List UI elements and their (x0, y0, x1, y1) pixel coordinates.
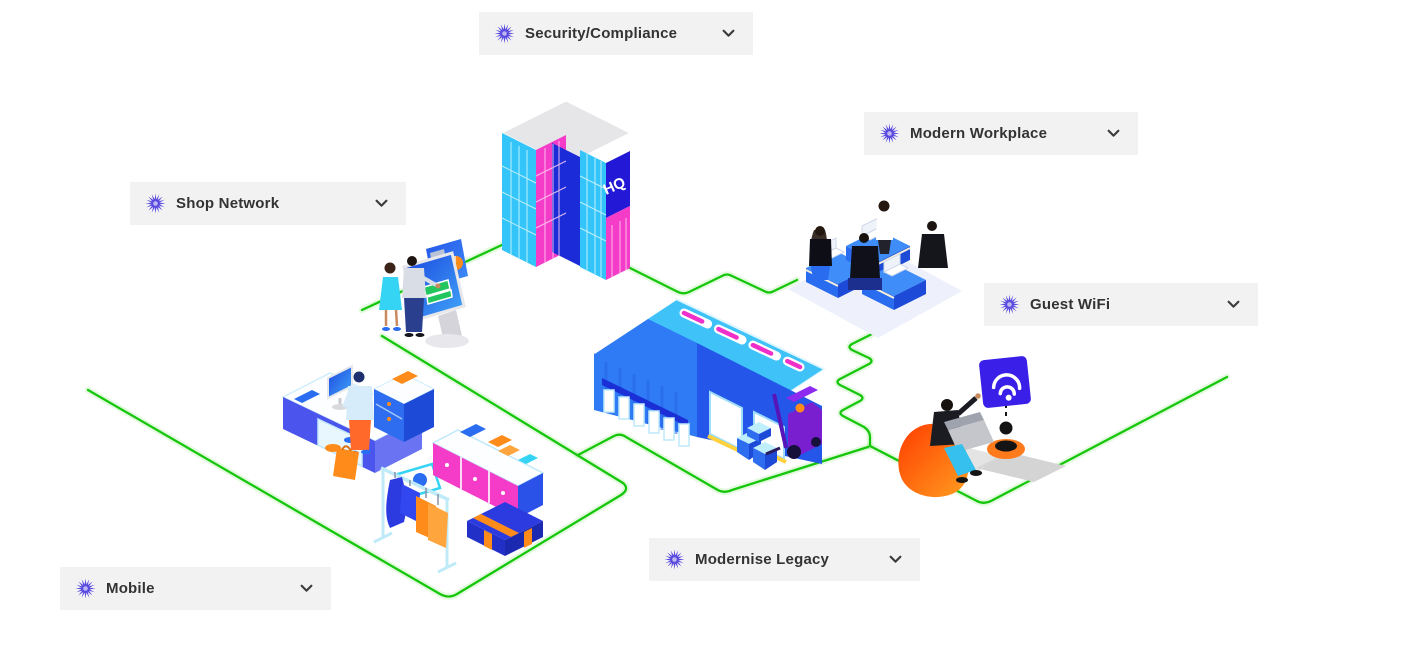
guest-wifi-dropdown[interactable]: Guest WiFi (984, 283, 1258, 326)
chevron-down-icon (1107, 129, 1120, 137)
shop-network-dropdown[interactable]: Shop Network (130, 182, 406, 225)
hq-building: HQ (500, 100, 632, 280)
wifi-icon (991, 373, 1022, 396)
dropdown-label: Shop Network (176, 195, 280, 212)
starburst-icon (879, 123, 900, 144)
kiosk-scene (379, 239, 469, 348)
wifi-sign (979, 356, 1031, 408)
person-shopper (333, 371, 374, 480)
forklift-and-pallets (737, 386, 822, 470)
shop-counter (281, 364, 442, 500)
dropdown-label: Modern Workplace (910, 125, 1048, 142)
mobile-dropdown[interactable]: Mobile (60, 567, 331, 610)
office-people (809, 200, 948, 290)
person-man (402, 256, 441, 337)
chevron-down-icon (889, 555, 902, 563)
modern-workplace-desks (788, 200, 962, 338)
starburst-icon (999, 294, 1020, 315)
modernise-legacy-dropdown[interactable]: Modernise Legacy (649, 538, 920, 581)
jacket (400, 484, 420, 522)
shopping-bag (333, 448, 359, 480)
dropdown-label: Modernise Legacy (695, 551, 830, 568)
guest-wifi-lounge (898, 356, 1066, 498)
starburst-icon (664, 549, 685, 570)
laptop (948, 420, 994, 452)
shop-display-cabinet (431, 424, 545, 518)
person-lounging (930, 393, 994, 483)
chevron-down-icon (1227, 300, 1240, 308)
clothes-rack (373, 466, 457, 574)
dress (386, 477, 407, 528)
modern-workplace-dropdown[interactable]: Modern Workplace (864, 112, 1138, 155)
chevron-down-icon (722, 29, 735, 37)
shirt (428, 503, 448, 548)
dropdown-label: Mobile (106, 580, 155, 597)
starburst-icon (494, 23, 515, 44)
gift-box (467, 502, 543, 556)
dropdown-label: Security/Compliance (525, 25, 678, 42)
chevron-down-icon (300, 584, 313, 592)
person-woman (379, 262, 402, 331)
starburst-icon (145, 193, 166, 214)
starburst-icon (75, 578, 96, 599)
chevron-down-icon (375, 199, 388, 207)
security-compliance-dropdown[interactable]: Security/Compliance (479, 12, 753, 55)
dropdown-label: Guest WiFi (1030, 296, 1111, 313)
